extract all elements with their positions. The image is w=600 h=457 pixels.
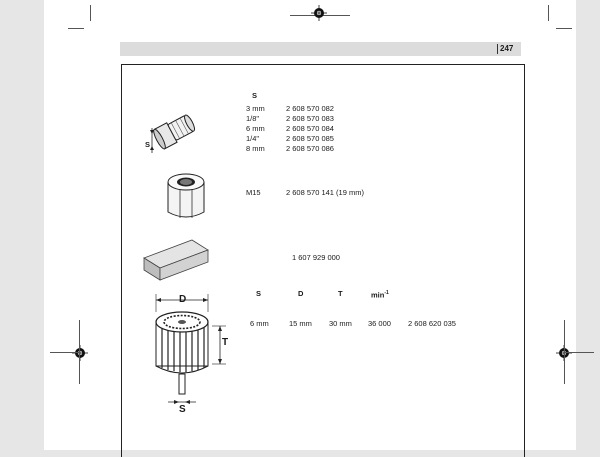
document-page (44, 0, 576, 450)
collet-size: 1/8" (246, 114, 260, 123)
crop-mark (50, 352, 80, 353)
drum-value-t: 30 mm (329, 319, 352, 328)
collet-icon (150, 114, 196, 153)
collet-size: 8 mm (246, 144, 265, 153)
nut-size-label: M15 (246, 188, 261, 197)
collet-part-number: 2 608 570 085 (286, 134, 334, 143)
crop-mark (564, 352, 594, 353)
drum-figure-label-d: D (179, 294, 187, 305)
crop-mark (556, 28, 572, 29)
collet-figure-label: S (145, 140, 151, 149)
page-number: 247 (497, 44, 513, 54)
drum-header-s: S (256, 289, 262, 298)
crop-mark (90, 5, 91, 21)
collet-part-number: 2 608 570 083 (286, 114, 334, 123)
crop-mark (68, 28, 84, 29)
drum-header-t: T (338, 289, 343, 298)
drum-header-d: D (298, 289, 304, 298)
collet-table-header: S (252, 91, 258, 100)
drum-figure-label-t: T (222, 337, 229, 348)
collet-part-number: 2 608 570 084 (286, 124, 334, 133)
crop-mark (79, 320, 80, 384)
collet-part-number: 2 608 570 086 (286, 144, 334, 153)
drum-value-s: 6 mm (250, 319, 269, 328)
header-bar (120, 42, 521, 56)
crop-mark (548, 5, 549, 21)
drum-value-speed: 36 000 (368, 319, 391, 328)
drum-figure-label-s: S (179, 404, 186, 415)
collet-size: 6 mm (246, 124, 265, 133)
drum-header-speed: min-1 (371, 289, 389, 300)
registration-mark-icon (72, 345, 88, 361)
sanding-block-icon (143, 239, 209, 281)
collet-size: 1/4" (246, 134, 260, 143)
collet-part-number: 2 608 570 082 (286, 104, 334, 113)
speed-unit: min (371, 290, 385, 300)
content-frame (121, 64, 525, 457)
registration-mark-icon (311, 5, 327, 21)
collet-nut-icon (167, 173, 205, 218)
drum-value-d: 15 mm (289, 319, 312, 328)
nut-part-number: 2 608 570 141 (19 mm) (286, 188, 364, 197)
sanding-drum-icon (155, 294, 226, 404)
block-part-number: 1 607 929 000 (292, 253, 340, 262)
speed-unit-exponent: -1 (384, 290, 389, 296)
collet-size: 3 mm (246, 104, 265, 113)
crop-mark (564, 320, 565, 384)
drum-part-number: 2 608 620 035 (408, 319, 456, 328)
